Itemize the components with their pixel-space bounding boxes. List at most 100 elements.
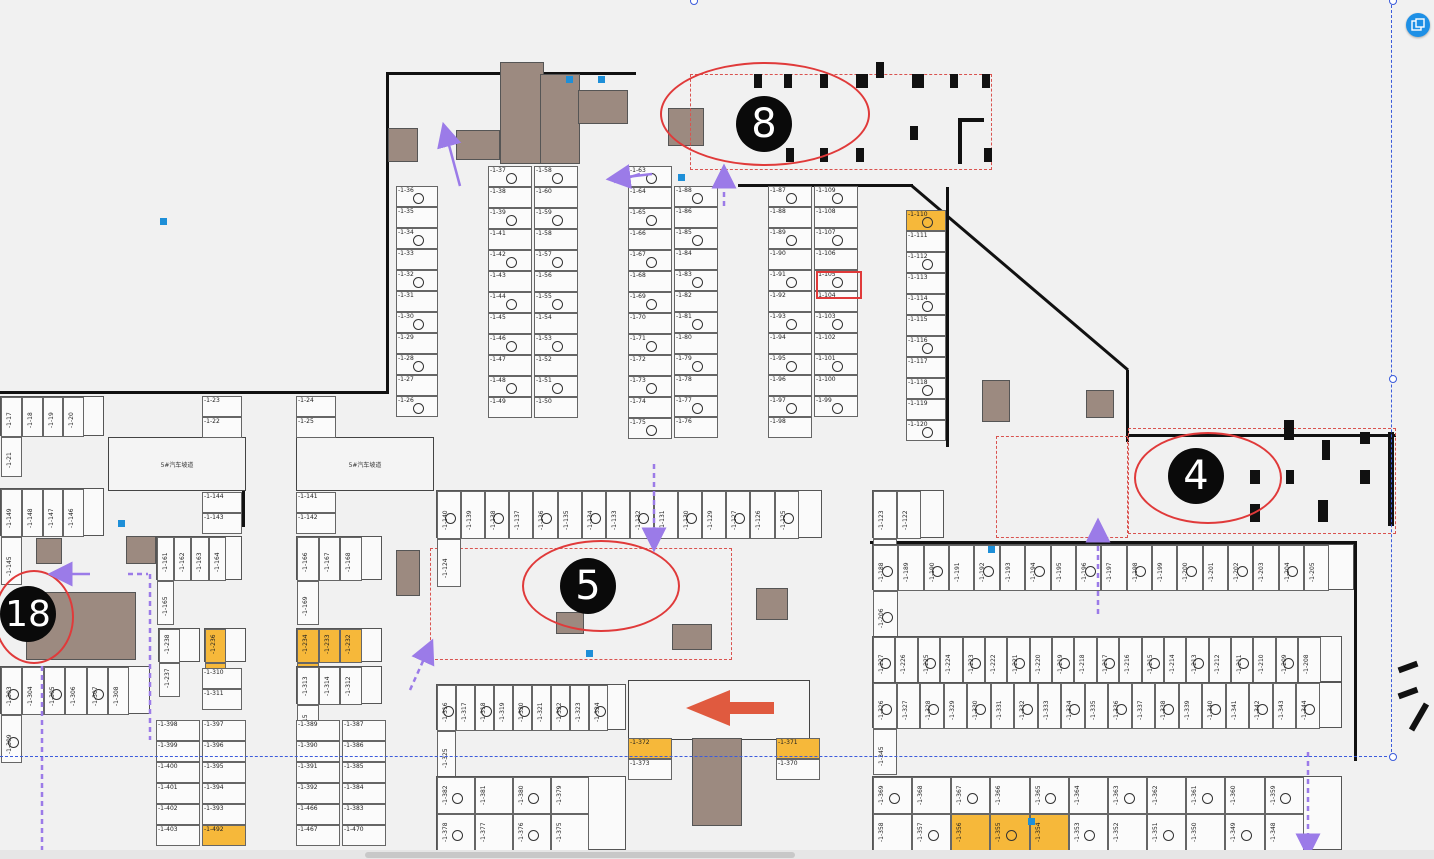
parking-space[interactable]: -1-75 [628, 418, 672, 439]
parking-space[interactable]: -1-135 [557, 491, 582, 539]
parking-space[interactable]: -1-129 [702, 491, 727, 539]
parking-space[interactable]: -1-148 [21, 489, 43, 537]
parking-space[interactable]: -1-337 [1131, 683, 1155, 729]
parking-space[interactable]: -1-312 [340, 667, 362, 705]
parking-space[interactable]: -1-338 [1155, 683, 1179, 729]
parking-space[interactable]: -1-351 [1147, 814, 1187, 851]
parking-space[interactable]: -1-307 [86, 667, 109, 715]
parking-space[interactable]: -1-205 [1304, 545, 1330, 591]
scrollbar-thumb[interactable] [365, 852, 795, 858]
parking-space[interactable]: -1-237 [159, 663, 180, 697]
parking-space[interactable]: -1-383 [342, 804, 386, 825]
resize-handle[interactable] [1389, 375, 1397, 383]
parking-space[interactable]: -1-65 [628, 208, 672, 229]
parking-space[interactable]: -1-370 [776, 759, 820, 780]
parking-space[interactable]: -1-136 [533, 491, 558, 539]
parking-space[interactable]: -1-48 [488, 376, 532, 397]
parking-space[interactable]: -1-67 [628, 250, 672, 271]
parking-space[interactable]: -1-146 [63, 489, 85, 537]
parking-space[interactable]: -1-164 [208, 537, 226, 581]
parking-space[interactable]: -1-140 [437, 491, 462, 539]
parking-space[interactable]: -1-115 [906, 315, 946, 336]
parking-space[interactable]: -1-342 [1249, 683, 1273, 729]
parking-space[interactable]: -1-89 [768, 228, 812, 249]
parking-space[interactable]: -1-332 [1014, 683, 1038, 729]
parking-space[interactable]: -1-43 [488, 271, 532, 292]
parking-space[interactable]: -1-225 [917, 637, 941, 683]
parking-space[interactable]: -1-206 [873, 591, 899, 637]
parking-space[interactable]: -1-336 [1108, 683, 1132, 729]
parking-space[interactable]: -1-334 [1061, 683, 1085, 729]
parking-space[interactable]: -1-199 [1151, 545, 1178, 591]
parking-space[interactable]: -1-120 [906, 420, 946, 441]
parking-space[interactable]: -1-70 [628, 313, 672, 334]
parking-space[interactable]: -1-358 [873, 814, 913, 851]
parking-space[interactable]: -1-31 [396, 291, 438, 312]
parking-space[interactable]: -1-56 [534, 271, 578, 292]
parking-space[interactable]: -1-49 [488, 397, 532, 418]
parking-space[interactable]: -1-387 [342, 720, 386, 741]
parking-space[interactable]: -1-50 [534, 397, 578, 418]
parking-space[interactable]: -1-360 [1225, 777, 1265, 814]
parking-space[interactable]: -1-354 [1029, 814, 1069, 851]
parking-space[interactable]: -1-398 [156, 720, 200, 741]
parking-space[interactable]: -1-106 [814, 249, 858, 270]
parking-space[interactable]: -1-104 [814, 291, 858, 312]
parking-space[interactable]: -1-318 [475, 685, 494, 731]
parking-space[interactable]: -1-397 [202, 720, 246, 741]
parking-space[interactable]: -1-232 [340, 629, 362, 663]
parking-space[interactable]: -1-116 [906, 336, 946, 357]
parking-space[interactable]: -1-24 [296, 396, 336, 417]
parking-space[interactable]: -1-98 [768, 417, 812, 438]
parking-space[interactable]: -1-327 [896, 683, 920, 729]
parking-space[interactable]: -1-95 [768, 354, 812, 375]
parking-space[interactable]: -1-380 [513, 777, 551, 814]
parking-space[interactable]: -1-204 [1278, 545, 1305, 591]
parking-space[interactable]: -1-41 [488, 229, 532, 250]
parking-space[interactable]: -1-28 [396, 354, 438, 375]
parking-space[interactable]: -1-26 [396, 396, 438, 417]
parking-space[interactable]: -1-101 [814, 354, 858, 375]
parking-space[interactable]: -1-309 [1, 715, 23, 763]
parking-space[interactable]: -1-59 [534, 208, 578, 229]
parking-space[interactable]: -1-113 [906, 273, 946, 294]
parking-space[interactable]: -1-85 [674, 228, 718, 249]
parking-space[interactable]: -1-385 [342, 762, 386, 783]
parking-space[interactable]: -1-394 [202, 783, 246, 804]
parking-space[interactable]: -1-323 [570, 685, 589, 731]
parking-space[interactable]: -1-78 [674, 375, 718, 396]
parking-space[interactable]: -1-144 [202, 492, 242, 513]
parking-space[interactable]: -1-371 [776, 738, 820, 759]
parking-space[interactable]: -1-311 [202, 689, 242, 710]
parking-space[interactable]: -1-335 [1084, 683, 1108, 729]
parking-space[interactable]: -1-99 [814, 396, 858, 417]
parking-space[interactable]: -1-369 [873, 777, 913, 814]
parking-space[interactable]: -1-112 [906, 252, 946, 273]
parking-space[interactable]: -1-324 [589, 685, 608, 731]
parking-space[interactable]: -1-103 [814, 312, 858, 333]
parking-space[interactable]: -1-340 [1202, 683, 1226, 729]
parking-space[interactable]: -1-82 [674, 291, 718, 312]
parking-space[interactable]: -1-198 [1126, 545, 1152, 591]
parking-space[interactable]: -1-141 [296, 492, 336, 513]
parking-space[interactable]: -1-202 [1228, 545, 1254, 591]
parking-space[interactable]: -1-306 [65, 667, 87, 715]
parking-space[interactable]: -1-317 [456, 685, 475, 731]
parking-space[interactable]: -1-377 [475, 814, 513, 851]
parking-space[interactable]: -1-470 [342, 825, 386, 846]
parking-space[interactable]: -1-310 [202, 668, 242, 689]
parking-space[interactable]: -1-55 [534, 292, 578, 313]
parking-space[interactable]: -1-54 [534, 313, 578, 334]
parking-space[interactable]: -1-191 [949, 545, 975, 591]
parking-space[interactable]: -1-227 [873, 637, 896, 683]
parking-space[interactable]: -1-373 [628, 759, 672, 780]
parking-space[interactable]: -1-109 [814, 186, 858, 207]
parking-space[interactable]: -1-139 [461, 491, 486, 539]
parking-space[interactable]: -1-37 [488, 166, 532, 187]
parking-space[interactable]: -1-162 [174, 537, 192, 581]
parking-space[interactable]: -1-107 [814, 228, 858, 249]
parking-space[interactable]: -1-110 [906, 210, 946, 231]
parking-space[interactable]: -1-137 [509, 491, 534, 539]
parking-space[interactable]: -1-57 [534, 250, 578, 271]
zone-8-badge[interactable]: 8 [736, 96, 792, 152]
